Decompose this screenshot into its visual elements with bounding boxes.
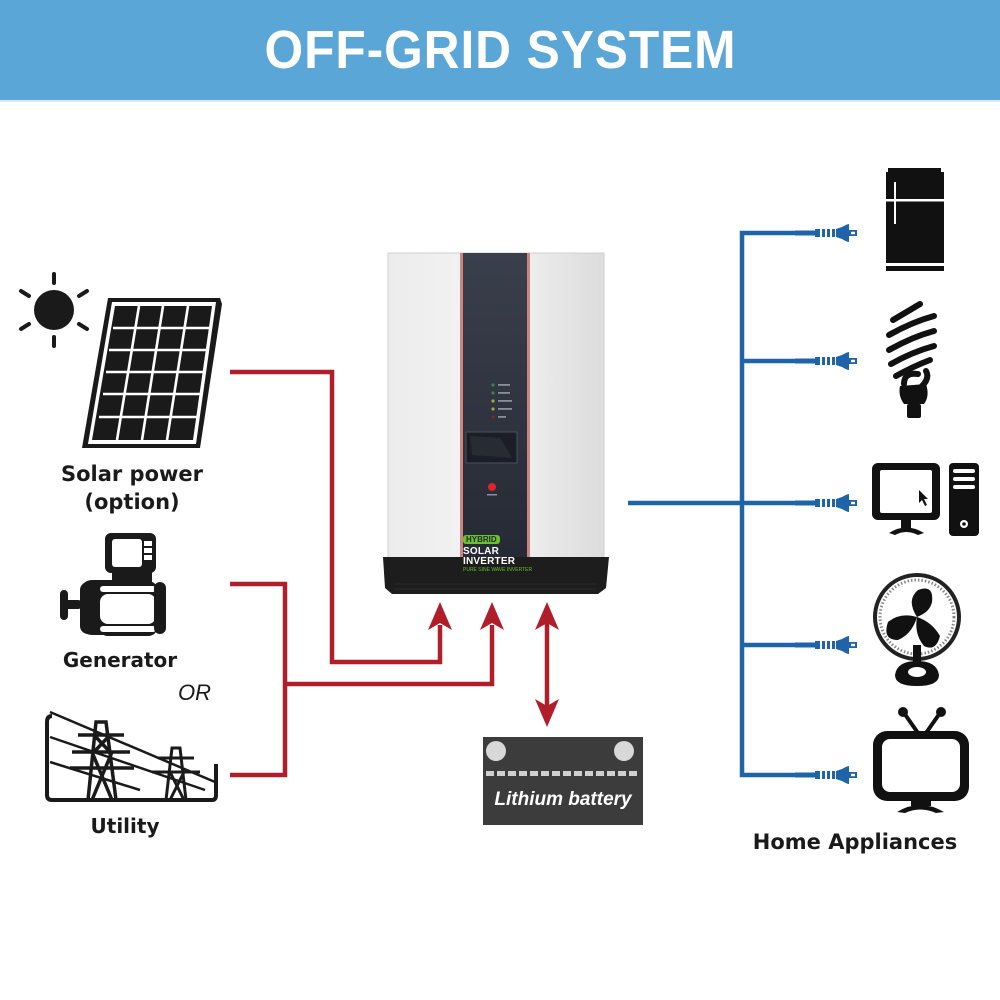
generator-icon (60, 533, 166, 636)
title-banner: OFF-GRID SYSTEM (0, 0, 1000, 102)
light-bulb-icon (886, 301, 937, 418)
arrow-up-battery-icon (535, 602, 559, 630)
arrow-down-battery-icon (535, 699, 559, 727)
utility-label: Utility (90, 814, 160, 838)
solar-power-label: Solar power (option) (42, 460, 222, 516)
power-button (488, 483, 496, 491)
arrow-up-solar-icon (428, 602, 452, 630)
plug-icon (795, 494, 857, 512)
power-tower-icon (45, 710, 218, 802)
generator-wire (230, 581, 288, 778)
status-leds (491, 383, 512, 419)
home-appliances-label: Home Appliances (752, 830, 958, 854)
grid-wire (285, 625, 495, 687)
inverter-branding: HYBRID SOLAR INVERTER PURE SINE WAVE INV… (463, 529, 538, 573)
solar-label-line1: Solar power (60, 462, 204, 486)
generator-label: Generator (62, 648, 178, 672)
or-separator: OR (178, 680, 211, 705)
inverter-name: SOLAR INVERTER (463, 546, 516, 567)
inverter-subtitle: PURE SINE WAVE INVERTER (463, 567, 533, 573)
solar-label-line2: (option) (84, 490, 180, 514)
refrigerator-icon (886, 168, 944, 271)
plug-icon (795, 224, 857, 242)
solar-wire (230, 369, 443, 665)
inverter-unit (383, 252, 609, 594)
desktop-computer-icon (872, 463, 979, 536)
plug-icon (795, 352, 857, 370)
input-wiring (230, 369, 550, 778)
output-wiring (628, 230, 795, 778)
plug-icon (795, 766, 857, 784)
sun-icon (19, 272, 89, 348)
diagram-title: OFF-GRID SYSTEM (264, 20, 736, 80)
battery-label: Lithium battery (494, 789, 632, 810)
solar-panel-icon (82, 298, 222, 448)
inverter-badge: HYBRID (463, 535, 500, 544)
television-icon (873, 707, 969, 813)
battery-terminals (486, 741, 637, 776)
arrow-up-grid-icon (480, 602, 504, 630)
fan-icon (873, 573, 961, 686)
plug-icon (795, 636, 857, 654)
